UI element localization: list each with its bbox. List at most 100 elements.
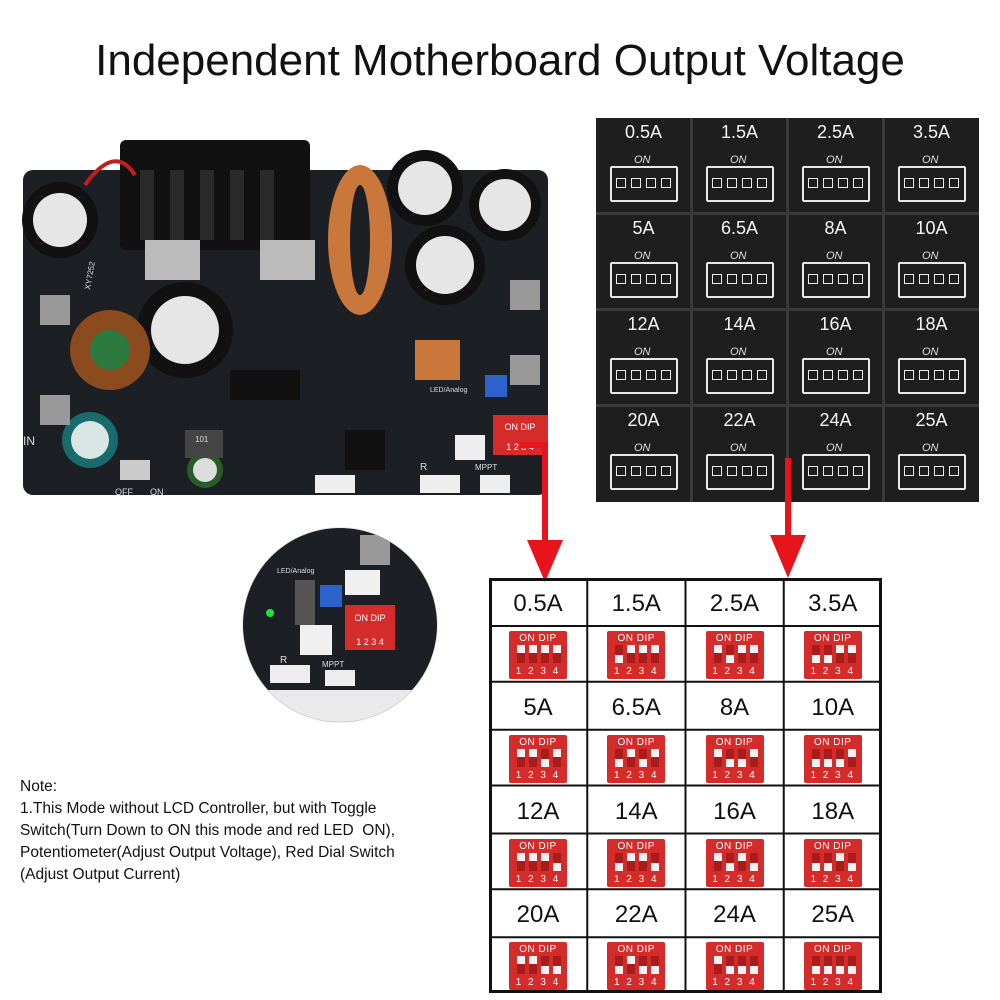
silk-amp-label: 16A (819, 314, 852, 334)
dip-slider-knob (553, 862, 561, 871)
dip-switch-image: ON DIP 1 2 3 4 (803, 631, 862, 679)
silk-switch-square (616, 274, 626, 284)
silk-switch-square (757, 466, 767, 476)
silk-switch-square (646, 370, 656, 380)
silk-switch-square (757, 370, 767, 380)
dip-slider-knob (847, 966, 856, 975)
board-label-analog: LED/Analog (430, 387, 467, 394)
dip-slider (847, 852, 856, 871)
dip-on-dip-label: ON DIP (715, 944, 754, 956)
silk-switch-square (934, 274, 944, 284)
silk-switch-square (757, 274, 767, 284)
dip-slider-knob (639, 645, 648, 653)
silk-switch-square (919, 466, 929, 476)
dip-slider (553, 956, 561, 975)
dip-slider (823, 645, 832, 663)
dip-slider-knob (847, 862, 856, 871)
note-line: Switch(Turn Down to ON this mode and red… (20, 822, 396, 839)
zoom-dip-on-dip: ON DIP (354, 613, 385, 623)
dip-slider (835, 956, 844, 975)
dip-slider (725, 852, 734, 871)
silk-amp-label: 14A (723, 314, 756, 334)
dip-table-amp-label: 3.5A (808, 590, 858, 617)
dip-slider (627, 645, 636, 663)
dip-on-dip-label: ON DIP (617, 736, 655, 748)
dip-table-amp-label: 10A (811, 693, 855, 721)
dip-table-amp-label: 1.5A (611, 590, 661, 617)
dip-numbers: 1 2 3 4 (810, 666, 856, 677)
silk-switch-square (823, 274, 833, 284)
silk-amp-label: 18A (915, 314, 948, 334)
zoom-label-mppt: MPPT (322, 660, 344, 669)
board-dip-on-dip: ON DIP (504, 422, 535, 432)
dip-numbers: 1 2 3 4 (515, 873, 561, 885)
dip-numbers: 1 2 3 4 (515, 769, 561, 781)
dip-slider-knob (737, 645, 746, 653)
silk-switch-square (631, 178, 641, 188)
dip-slider (823, 852, 832, 871)
dip-on-dip-label: ON DIP (519, 840, 557, 852)
zoom-label-analog: LED/Analog (277, 568, 314, 575)
dip-table-amp-label: 2.5A (709, 590, 760, 617)
dip-slider (517, 852, 525, 871)
dip-slider (847, 748, 856, 767)
dip-slider (651, 956, 660, 975)
silk-switch-square (727, 178, 737, 188)
silk-switch-box (802, 262, 870, 298)
dip-slider (835, 748, 844, 767)
dip-table-amp-label: 25A (811, 901, 855, 929)
dip-slider (811, 852, 820, 871)
silk-on-label: ON (730, 250, 747, 262)
arrow-left-head (527, 540, 563, 582)
dip-slider-knob (517, 645, 525, 653)
silk-switch-square (631, 370, 641, 380)
silk-amp-label: 0.5A (624, 122, 663, 142)
note: Note: 1.This Mode without LCD Controller… (20, 776, 480, 886)
dip-slider (615, 645, 624, 663)
silk-on-label: ON (922, 154, 939, 166)
dip-slider (639, 748, 648, 767)
dip-table-amp-label: 14A (614, 797, 658, 825)
dip-slider (811, 748, 820, 767)
dip-slider (639, 645, 648, 663)
dip-slider (517, 956, 525, 975)
silk-amp-label: 24A (819, 410, 852, 430)
dip-slider-knob (713, 645, 722, 653)
silk-switch-square (808, 274, 818, 284)
dip-slider-knob (749, 645, 758, 653)
silk-switch-square (661, 178, 671, 188)
dip-on-dip-label: ON DIP (814, 633, 852, 644)
dip-slider (529, 852, 537, 871)
dip-slider (627, 956, 636, 975)
board-dip-numbers: 1 2 3 4 (506, 442, 534, 452)
dip-slider (737, 645, 746, 663)
dip-table-amp-label: 20A (516, 901, 560, 929)
dip-slider (517, 645, 525, 663)
silk-switch-square (727, 370, 737, 380)
dip-numbers: 1 2 3 4 (712, 873, 757, 885)
dip-on-dip-label: ON DIP (715, 840, 754, 852)
silk-amp-label: 10A (915, 218, 948, 238)
silk-switch-square (838, 274, 848, 284)
dip-slider-knob (541, 852, 549, 861)
dip-slider-knob (737, 758, 746, 767)
silk-switch-square (949, 178, 959, 188)
dip-slider-knob (615, 862, 624, 871)
silk-switch-square (631, 274, 641, 284)
silk-switch-square (823, 466, 833, 476)
dip-table-amp-label: 6.5A (611, 693, 661, 721)
dip-slider-knob (835, 852, 844, 861)
silk-on-label: ON (922, 442, 939, 454)
silk-on-label: ON (922, 346, 939, 358)
silk-switch-square (646, 274, 656, 284)
